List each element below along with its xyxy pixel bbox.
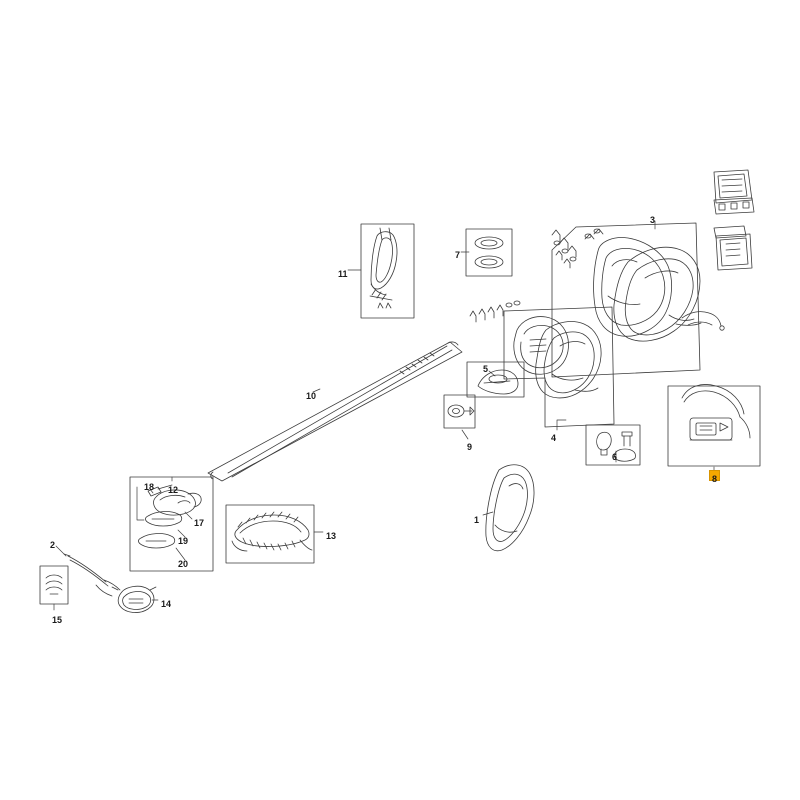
group-5-bracket-box — [466, 361, 525, 398]
battery-and-charger-accessories — [713, 169, 755, 271]
group-14-trimmer-head — [95, 584, 157, 613]
group-4-motor-assembly-box — [469, 300, 615, 428]
callout-11: 11 — [338, 269, 348, 279]
callout-3: 3 — [650, 215, 656, 225]
group-13-blade-box — [225, 504, 315, 564]
group-12-gear-parts-box — [129, 476, 214, 572]
group-6-small-parts-box — [585, 424, 641, 466]
callout-7: 7 — [455, 250, 461, 260]
battery-charger-highlight — [709, 470, 720, 481]
callout-18: 18 — [144, 482, 155, 492]
callout-15: 15 — [52, 615, 63, 625]
callout-1: 1 — [474, 515, 480, 525]
callout-13: 13 — [326, 531, 337, 541]
callout-5: 5 — [483, 364, 489, 374]
callout-12: 12 — [168, 485, 179, 495]
group-8-charger-box — [667, 384, 761, 467]
callout-14: 14 — [161, 599, 172, 609]
group-10-guide-bar — [207, 341, 463, 482]
callout-20: 20 — [178, 559, 189, 569]
callout-19: 19 — [178, 536, 189, 546]
callout-9: 9 — [467, 442, 473, 452]
callout-4: 4 — [551, 433, 557, 443]
group-3-housing-box — [551, 222, 725, 378]
group-1-blade-cover — [485, 464, 535, 552]
callout-8: 8 — [712, 474, 718, 484]
callout-2: 2 — [50, 540, 56, 550]
callout-17: 17 — [194, 518, 205, 528]
group-9-washer-box — [443, 394, 476, 429]
group-2-15-blade-kit — [39, 553, 121, 605]
group-11-handle-box — [360, 223, 415, 319]
callout-6: 6 — [612, 452, 618, 462]
group-7-gasket-box — [465, 228, 513, 277]
callout-10: 10 — [306, 391, 317, 401]
